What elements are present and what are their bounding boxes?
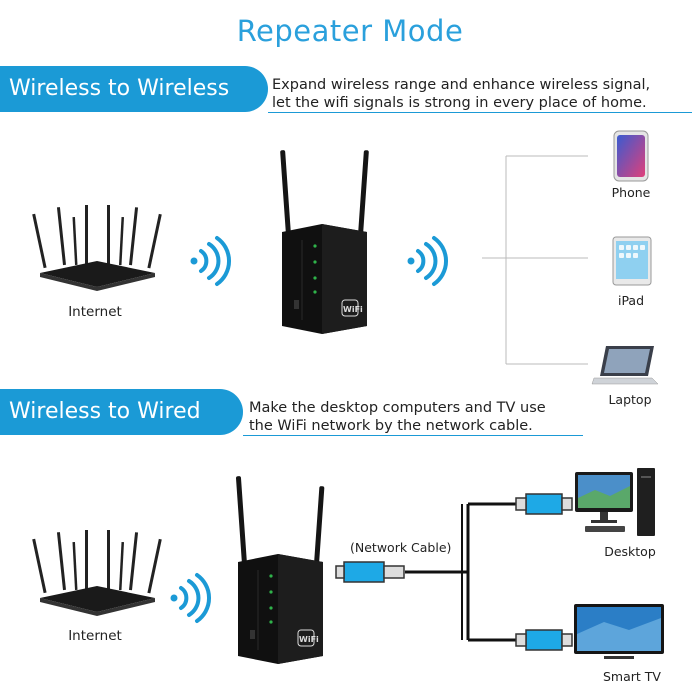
wifi-badge: WiFi — [299, 635, 319, 644]
section-banner-wireless-to-wireless: Wireless to Wireless — [0, 66, 268, 112]
section-heading: Wireless to Wireless — [9, 76, 230, 101]
router-icon — [32, 530, 162, 616]
section-divider — [243, 435, 583, 436]
wifi-repeater-icon — [280, 150, 369, 334]
section-description: Expand wireless range and enhance wirele… — [272, 76, 650, 112]
wifi-repeater-icon — [236, 476, 325, 664]
page-title: Repeater Mode — [236, 14, 464, 48]
internet-label: Internet — [68, 628, 122, 644]
description-line: let the wifi signals is strong in every … — [272, 95, 647, 111]
network-cable-label: (Network Cable) — [350, 540, 452, 555]
wifi-signal-icon — [170, 573, 211, 623]
desktop-computer-icon — [575, 468, 655, 536]
smartphone-icon — [613, 130, 649, 182]
device-label: Smart TV — [603, 669, 661, 684]
connection-lines — [482, 155, 588, 365]
description-line: Expand wireless range and enhance wirele… — [272, 77, 651, 93]
description-line: the WiFi network by the network cable. — [249, 418, 533, 434]
wifi-badge: WiFi — [343, 305, 363, 314]
network-cable-icon — [335, 493, 573, 651]
internet-label: Internet — [68, 304, 122, 320]
section-heading: Wireless to Wired — [9, 399, 201, 424]
device-label: Desktop — [604, 544, 656, 559]
router-icon — [32, 205, 162, 291]
wifi-signal-icon — [407, 236, 448, 286]
device-label: iPad — [617, 293, 645, 308]
section-description: Make the desktop computers and TV use th… — [249, 399, 546, 435]
device-label: Laptop — [608, 392, 652, 407]
wifi-signal-icon — [190, 236, 231, 286]
device-label: Phone — [611, 185, 651, 200]
section-divider — [268, 112, 692, 113]
tablet-icon — [612, 236, 652, 286]
smart-tv-icon — [574, 604, 664, 659]
section-banner-wireless-to-wired: Wireless to Wired — [0, 389, 243, 435]
laptop-icon — [591, 346, 659, 385]
description-line: Make the desktop computers and TV use — [249, 400, 546, 416]
